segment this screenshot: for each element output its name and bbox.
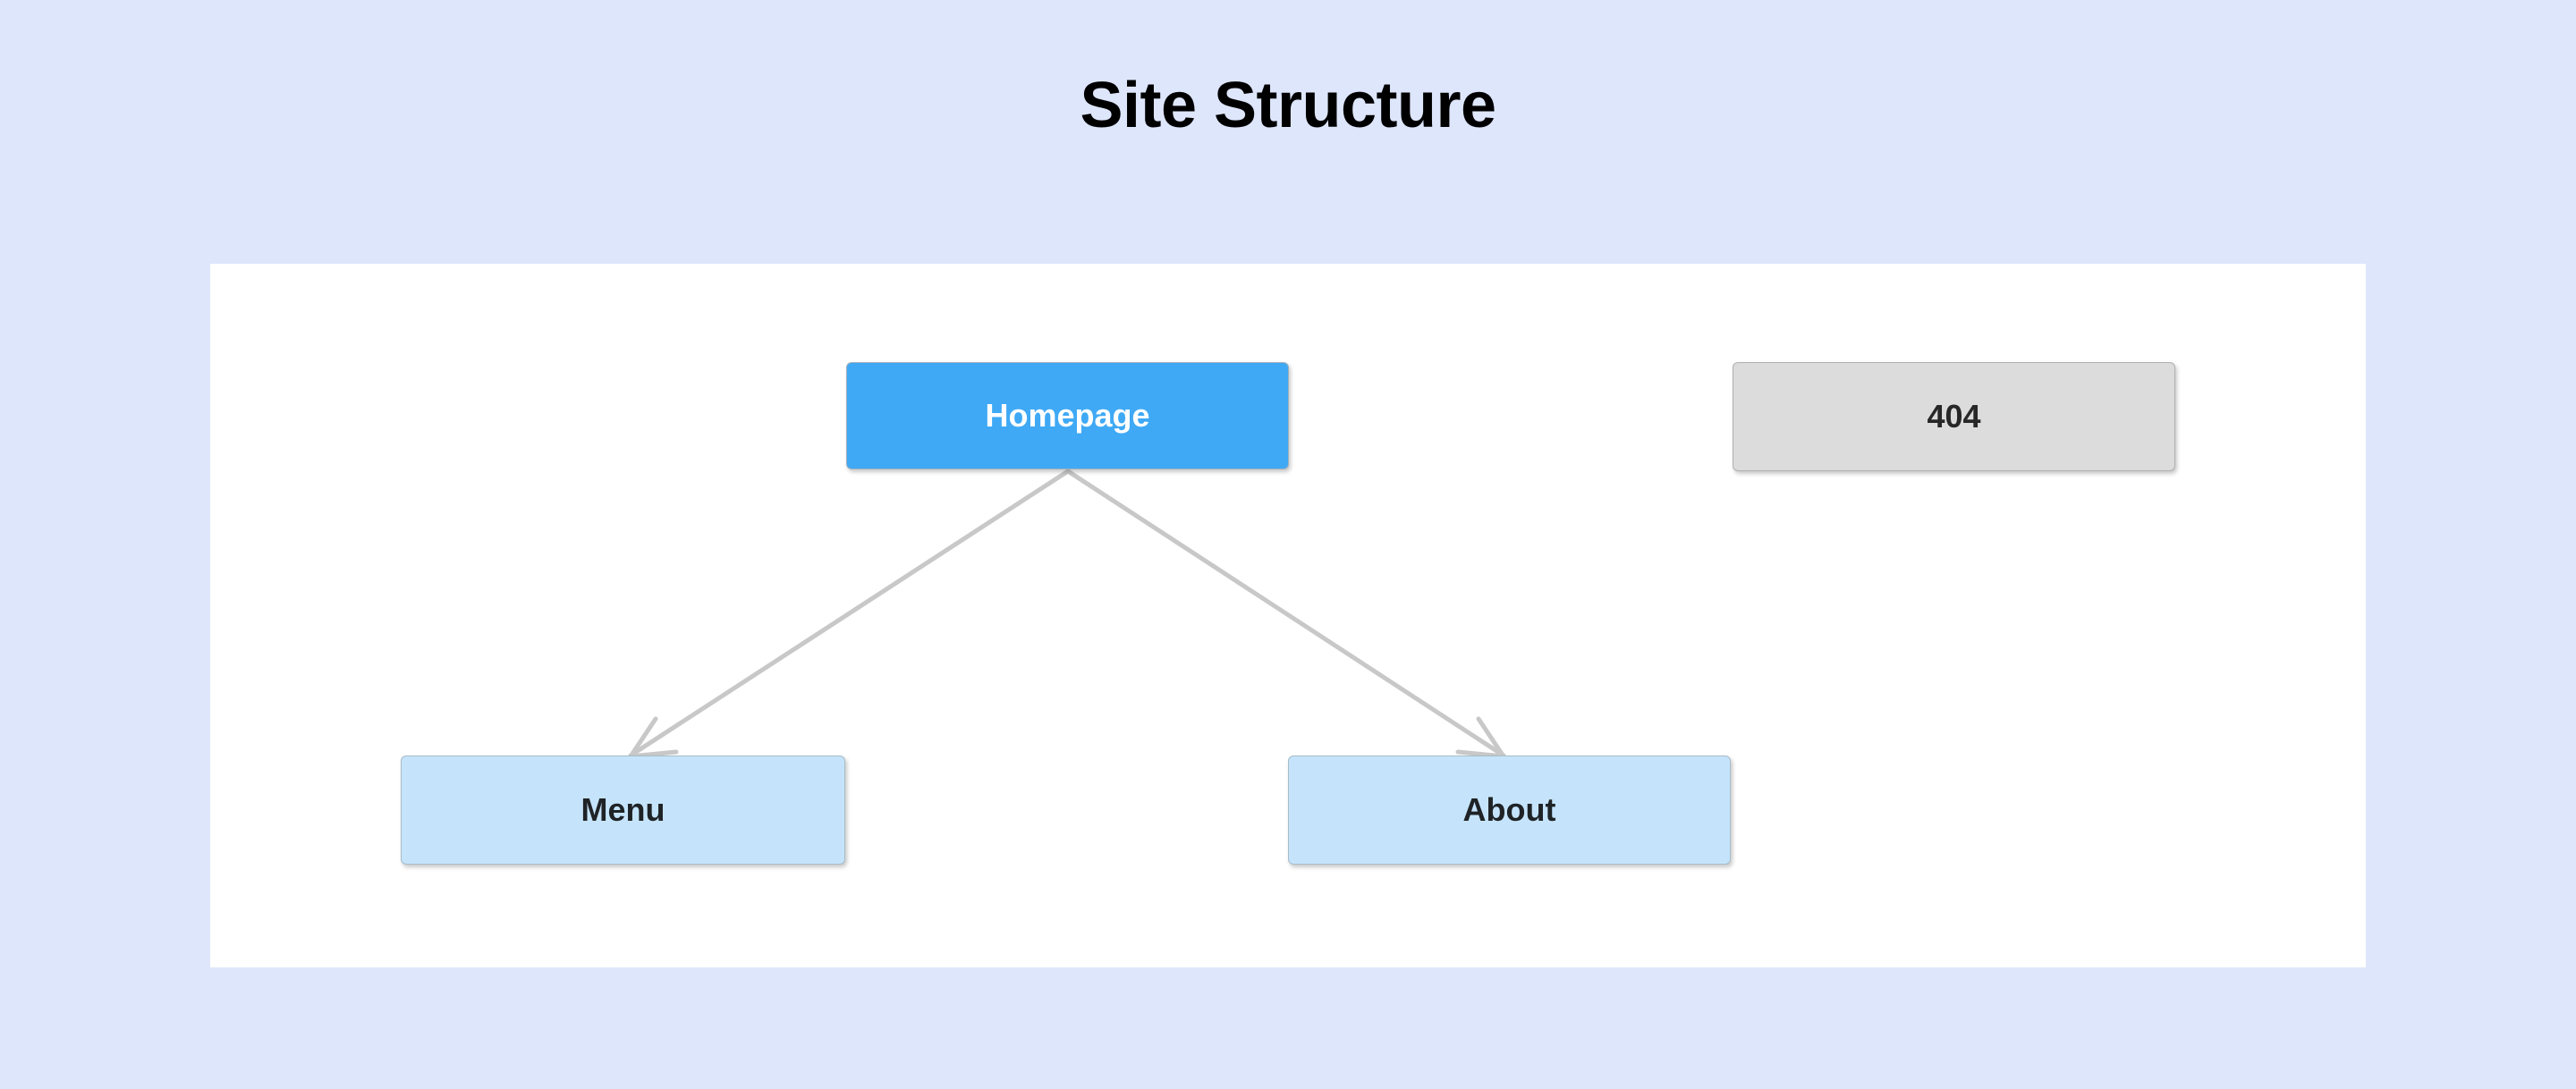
node-about-label: About: [1462, 791, 1556, 828]
node-about[interactable]: About: [1288, 756, 1731, 865]
node-homepage[interactable]: Homepage: [846, 362, 1289, 469]
node-404[interactable]: 404: [1733, 362, 2175, 471]
edge-homepage-about: [1065, 469, 1506, 759]
node-menu-label: Menu: [580, 791, 665, 828]
diagram-canvas: Homepage 404 Menu About: [210, 264, 2366, 967]
arrowhead-icon: [628, 716, 679, 759]
arrowhead-icon: [1455, 716, 1506, 759]
node-404-label: 404: [1927, 398, 1981, 435]
node-homepage-label: Homepage: [985, 397, 1150, 434]
node-menu[interactable]: Menu: [401, 756, 845, 865]
page-title: Site Structure: [1080, 70, 1496, 141]
edge-homepage-menu: [628, 469, 1071, 759]
